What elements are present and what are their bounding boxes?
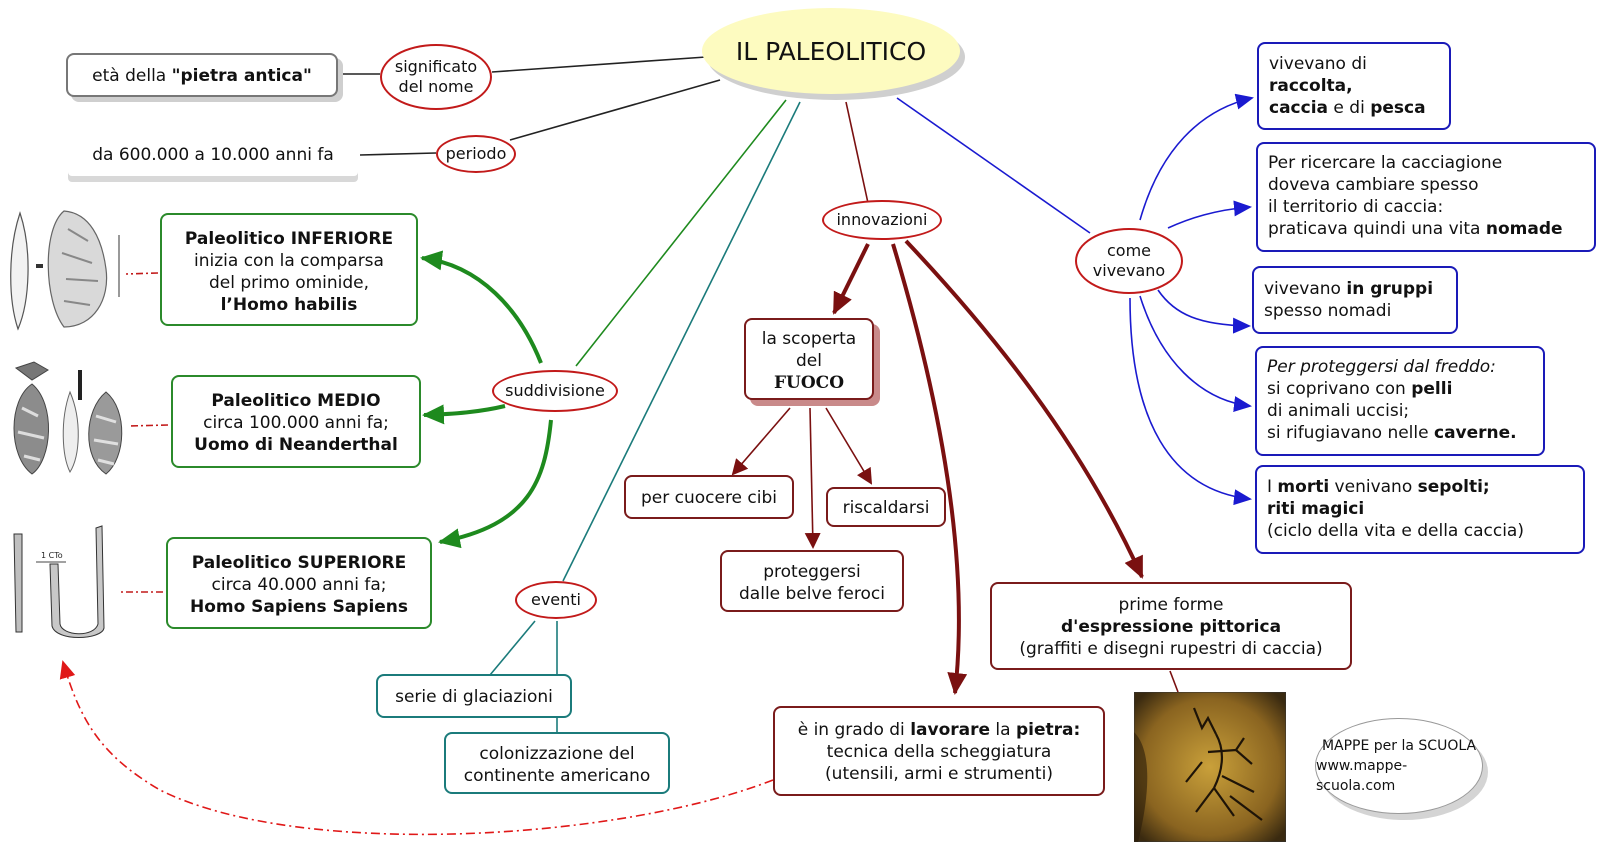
innovazioni-connector: innovazioni	[822, 200, 942, 240]
protezione-freddo-box: Per proteggersi dal freddo:si coprivano …	[1255, 346, 1545, 456]
riscaldarsi-box: riscaldarsi	[826, 487, 946, 527]
lavorare-pietra-box: è in grado di lavorare la pietra:tecnica…	[773, 706, 1105, 796]
periodo-connector: periodo	[436, 135, 516, 173]
nome-box: età della "pietra antica"	[66, 53, 338, 97]
bone-tool-superiore-image: 1 CTo	[13, 525, 105, 638]
eventi-connector: eventi	[515, 581, 597, 619]
glaciazioni-box: serie di glaciazioni	[376, 674, 572, 718]
stone-tool-inferiore-image	[10, 210, 120, 331]
stone-tool-medio-image	[13, 361, 123, 475]
riti-magici-box: I morti venivano sepolti;riti magici(cic…	[1255, 465, 1585, 554]
map-title: IL PALEOLITICO	[702, 8, 960, 94]
cave-painting-image	[1134, 692, 1286, 842]
svg-text:1 CTo: 1 CTo	[41, 551, 63, 560]
periodo-box: da 600.000 a 10.000 anni fa	[68, 136, 358, 176]
suddivisione-connector: suddivisione	[492, 370, 618, 412]
cuocere-cibi-box: per cuocere cibi	[624, 475, 794, 519]
